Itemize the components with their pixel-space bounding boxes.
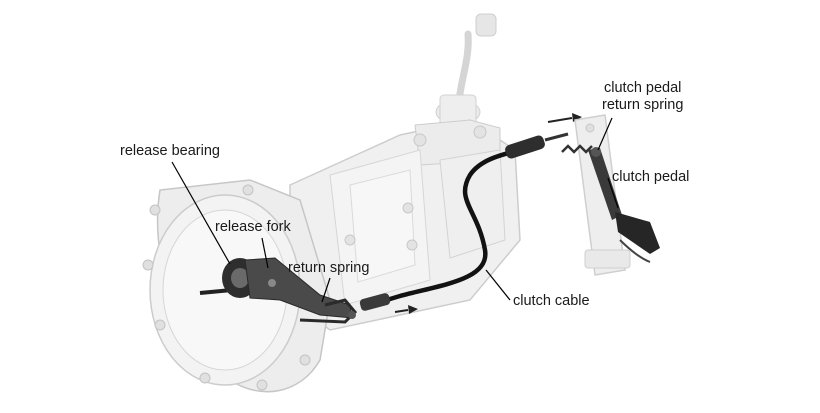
motion-arrows bbox=[394, 113, 582, 314]
label-return-spring: return spring bbox=[288, 260, 370, 276]
label-clutch-cable: clutch cable bbox=[513, 293, 590, 309]
clutch-cable-part bbox=[359, 132, 569, 311]
label-release-fork: release fork bbox=[215, 219, 291, 235]
label-clutch-pedal-return-spring-line1: clutch pedal bbox=[604, 80, 682, 96]
transmission-housing bbox=[289, 119, 521, 331]
return-spring-part bbox=[299, 298, 358, 324]
label-clutch-pedal-return-spring-line2: return spring bbox=[602, 97, 684, 113]
label-clutch-pedal: clutch pedal bbox=[612, 169, 690, 185]
label-clutch-pedal-return-spring: clutch pedal return spring bbox=[602, 80, 683, 114]
pedal-bracket bbox=[574, 114, 631, 276]
leader-lines bbox=[171, 117, 619, 303]
label-release-bearing: release bearing bbox=[120, 143, 220, 159]
shift-lever bbox=[435, 13, 497, 136]
clutch-pedal-part bbox=[588, 148, 660, 263]
